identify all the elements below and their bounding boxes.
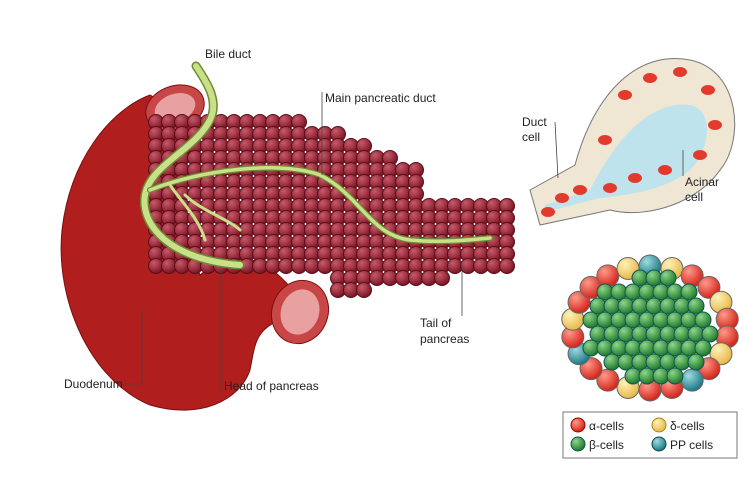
- nucleus: [618, 90, 632, 100]
- beta-cell: [659, 269, 677, 287]
- nucleus: [541, 207, 555, 217]
- legend-item-alpha: α-cells: [570, 417, 624, 433]
- label-tail-1: Tail of: [420, 316, 452, 330]
- svg-text:α-cells: α-cells: [589, 419, 624, 433]
- nucleus: [673, 67, 687, 77]
- lobule: [434, 270, 450, 286]
- nucleus: [573, 185, 587, 195]
- label-duodenum: Duodenum: [64, 377, 123, 391]
- nucleus: [555, 193, 569, 203]
- label-acinar-cell-2: cell: [685, 190, 703, 204]
- beta-cell: [701, 325, 719, 343]
- acinus: [529, 58, 736, 226]
- label-tail-2: pancreas: [420, 332, 469, 346]
- svg-text:δ-cells: δ-cells: [670, 419, 705, 433]
- legend-item-pp: PP cells: [651, 436, 713, 452]
- pancreas: [148, 114, 515, 298]
- legend: α-cells δ-cells β-cells PP cells: [562, 411, 738, 459]
- islet-cell-outer: [680, 368, 704, 392]
- islet-of-langerhans: [561, 254, 739, 402]
- beta-cell: [694, 311, 712, 329]
- legend-item-delta: δ-cells: [651, 417, 705, 433]
- nucleus: [643, 73, 657, 83]
- label-head: Head of pancreas: [224, 379, 319, 393]
- lobule: [356, 282, 372, 298]
- svg-text:PP cells: PP cells: [670, 438, 713, 452]
- nucleus: [658, 165, 672, 175]
- label-duct-cell-1: Duct: [522, 115, 547, 129]
- nucleus: [708, 120, 722, 130]
- islet-cell-outer: [596, 264, 620, 288]
- nucleus: [693, 150, 707, 160]
- bile-duct: [139, 61, 245, 270]
- nucleus: [628, 173, 642, 183]
- main-pancreatic-duct: [147, 164, 493, 245]
- label-acinar-cell-1: Acinar: [685, 175, 719, 189]
- label-duct-cell-2: cell: [522, 130, 540, 144]
- label-main-duct: Main pancreatic duct: [325, 91, 436, 105]
- nucleus: [701, 85, 715, 95]
- nucleus: [603, 183, 617, 193]
- beta-cell: [666, 367, 684, 385]
- lobule: [499, 258, 515, 274]
- beta-cell: [694, 339, 712, 357]
- beta-cell: [680, 283, 698, 301]
- svg-text:β-cells: β-cells: [589, 438, 624, 452]
- beta-cell: [687, 353, 705, 371]
- label-bile-duct: Bile duct: [205, 47, 252, 61]
- nucleus: [598, 135, 612, 145]
- beta-cell: [687, 297, 705, 315]
- legend-item-beta: β-cells: [570, 436, 624, 452]
